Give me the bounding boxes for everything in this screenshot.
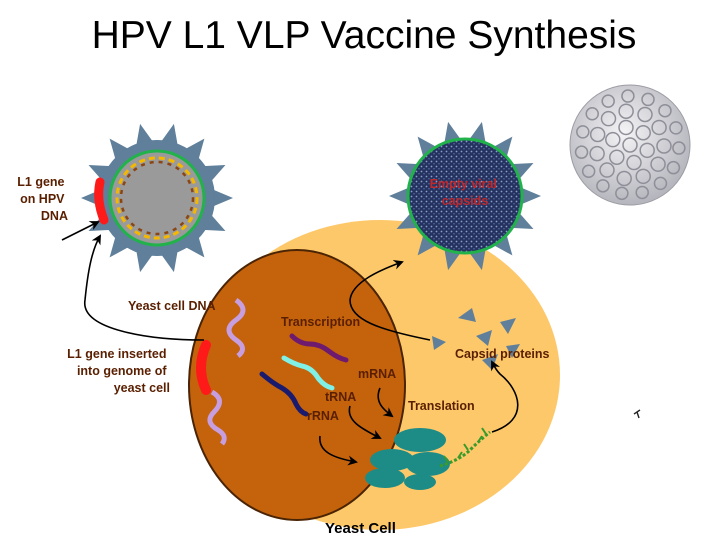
vlp-capsomere xyxy=(635,168,651,185)
arrow-to-l1-gene xyxy=(61,221,100,241)
arrow-trna xyxy=(348,405,382,439)
vlp-capsomere xyxy=(622,137,638,153)
vlp-capsomere xyxy=(574,145,589,159)
vlp-capsomere xyxy=(605,131,621,148)
vlp-capsomere xyxy=(616,170,632,187)
vlp-capsomere xyxy=(635,125,651,141)
vlp-capsomere xyxy=(589,126,606,143)
rrna-strand xyxy=(259,371,309,417)
vlp-capsomere xyxy=(599,162,615,178)
vlp-capsomere xyxy=(641,92,655,107)
capsid-spike xyxy=(109,233,132,258)
label-capsid-proteins: Capsid proteins xyxy=(455,347,550,361)
vlp-capsomere xyxy=(658,103,672,118)
capsid-spike xyxy=(417,136,440,161)
vlp-capsomere xyxy=(635,185,649,200)
vlp-capsomere xyxy=(666,160,681,175)
vlp-capsomere xyxy=(596,179,610,193)
vlp-capsomere xyxy=(650,156,666,172)
vlp-capsomere xyxy=(651,119,667,136)
process-arrows xyxy=(61,221,519,466)
ribosomes xyxy=(365,428,450,490)
vlp-capsomere xyxy=(600,110,617,127)
label-transcription: Transcription xyxy=(281,315,360,329)
capsid-spike xyxy=(389,186,412,206)
free-capsid-proteins xyxy=(432,308,520,370)
arrow-capsid-proteins xyxy=(491,360,519,433)
vlp-capsomere xyxy=(672,141,686,155)
vlp-capsomere xyxy=(618,119,634,136)
trna-strand xyxy=(281,355,335,391)
vlp-capsomere xyxy=(656,138,672,154)
vlp-capsomere xyxy=(589,145,605,162)
labels: L1 gene on HPV DNA Empty viral capsids Y… xyxy=(17,175,549,537)
yeast-nucleus xyxy=(188,249,406,521)
polypeptide-chain xyxy=(439,427,491,468)
vlp-particle-image xyxy=(569,84,691,206)
mrna-strand xyxy=(289,333,349,363)
vlp-capsomere xyxy=(581,164,596,179)
arrow-mrna xyxy=(377,387,394,418)
vlp-capsomere xyxy=(669,121,683,135)
capsid-spike xyxy=(182,138,205,163)
capsid-spike xyxy=(109,138,132,163)
stray-mark xyxy=(633,409,641,419)
label-empty-capsids: Empty viral capsids xyxy=(430,177,501,208)
arrow-rrna xyxy=(319,435,358,466)
label-trna: tRNA xyxy=(325,390,356,404)
vlp-capsomere xyxy=(618,103,634,119)
label-l1-inserted: L1 gene inserted into genome of yeast ce… xyxy=(67,347,170,395)
vlp-capsomere xyxy=(637,106,653,123)
l1-gene-segment xyxy=(94,177,109,225)
capsid-spike xyxy=(490,136,513,161)
label-l1-gene-hpv: L1 gene on HPV DNA xyxy=(17,175,68,223)
vlp-capsomere xyxy=(601,94,615,108)
vlp-capsomere xyxy=(615,186,629,201)
vlp-capsomere xyxy=(653,176,668,191)
capsid-spike xyxy=(490,231,513,256)
vlp-capsomere xyxy=(576,125,590,139)
capsid-spike xyxy=(210,188,233,208)
capsid-spike xyxy=(417,231,440,256)
empty-viral-capsid xyxy=(389,121,541,271)
hpv-virus xyxy=(81,123,233,273)
label-translation: Translation xyxy=(408,399,475,413)
vlp-capsomere xyxy=(585,107,599,121)
arrow-assembly xyxy=(349,260,431,341)
yeast-dna xyxy=(196,297,246,446)
label-yeast-cell-dna: Yeast cell DNA xyxy=(128,299,216,313)
vlp-capsomere xyxy=(609,149,625,165)
vlp-capsomere xyxy=(639,142,655,159)
capsid-spike xyxy=(182,233,205,258)
label-rrna: rRNA xyxy=(307,409,339,423)
vlp-capsomere xyxy=(626,154,642,171)
capsid-spike xyxy=(518,186,541,206)
arrow-gene-insertion xyxy=(84,234,205,341)
label-mrna: mRNA xyxy=(358,367,396,381)
label-yeast-cell: Yeast Cell xyxy=(325,520,396,537)
page-title: HPV L1 VLP Vaccine Synthesis xyxy=(91,14,637,57)
l1-gene-inserted-segment xyxy=(196,340,211,395)
vlp-capsomere xyxy=(621,89,635,103)
